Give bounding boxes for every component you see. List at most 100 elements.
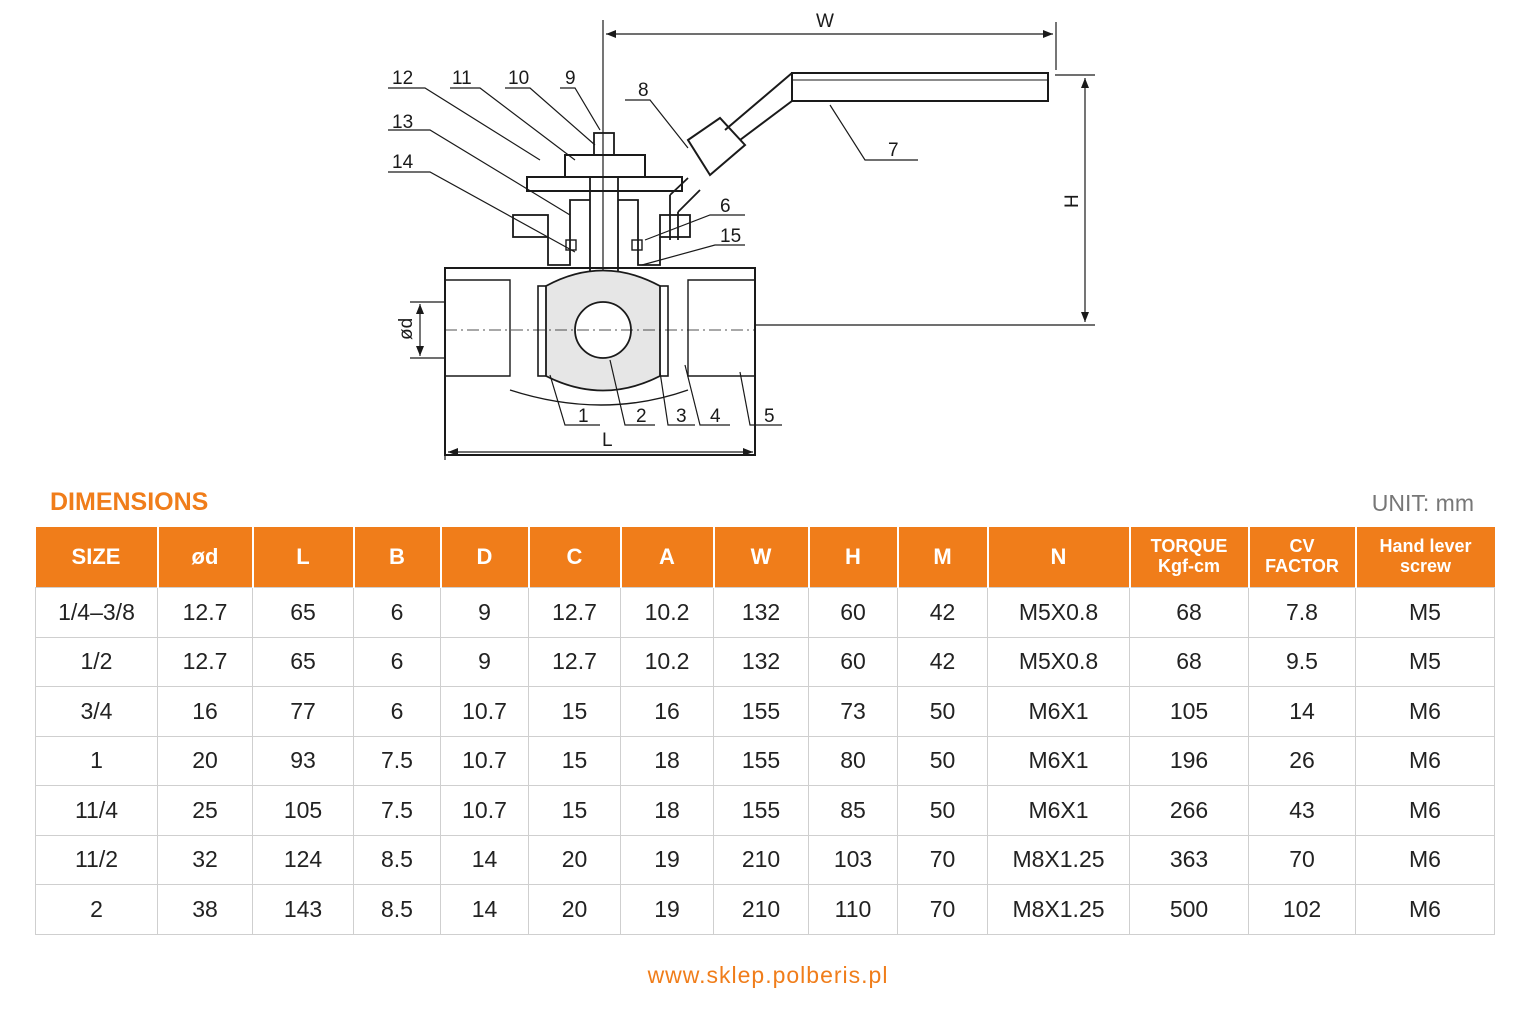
section-title: DIMENSIONS bbox=[50, 488, 209, 516]
table-cell: 7.5 bbox=[353, 785, 441, 836]
table-cell: 7.5 bbox=[353, 735, 441, 786]
table-cell: 38 bbox=[157, 884, 253, 935]
table-cell: 102 bbox=[1248, 884, 1356, 935]
col-header-h: H bbox=[808, 527, 899, 588]
lever-handle bbox=[791, 72, 1049, 102]
callout-6: 6 bbox=[720, 196, 731, 217]
table-cell: 9.5 bbox=[1248, 636, 1356, 687]
table-cell: 500 bbox=[1129, 884, 1249, 935]
table-cell: 60 bbox=[808, 587, 898, 638]
table-cell: 93 bbox=[252, 735, 354, 786]
table-cell: 155 bbox=[713, 735, 809, 786]
table-cell: 8.5 bbox=[353, 834, 441, 885]
table-cell: 11/2 bbox=[35, 834, 158, 885]
table-cell: 12.7 bbox=[528, 587, 621, 638]
callout-2: 2 bbox=[636, 406, 647, 427]
table-cell: 10.7 bbox=[440, 735, 529, 786]
table-cell: 155 bbox=[713, 785, 809, 836]
col-header-b: B bbox=[353, 527, 442, 588]
table-cell: 15 bbox=[528, 785, 621, 836]
footer-url[interactable]: www.sklep.polberis.pl bbox=[647, 962, 889, 988]
col-header-size: SIZE bbox=[35, 527, 159, 588]
callout-14: 14 bbox=[392, 152, 414, 173]
table-cell: 50 bbox=[897, 686, 988, 737]
table-cell: 68 bbox=[1129, 587, 1249, 638]
table-cell: 110 bbox=[808, 884, 898, 935]
callout-9: 9 bbox=[565, 68, 576, 89]
table-cell: 10.2 bbox=[620, 587, 714, 638]
table-cell: 15 bbox=[528, 686, 621, 737]
table-cell: 26 bbox=[1248, 735, 1356, 786]
col-header-n: N bbox=[987, 527, 1131, 588]
table-cell: 7.8 bbox=[1248, 587, 1356, 638]
table-cell: 12.7 bbox=[157, 587, 253, 638]
callout-8: 8 bbox=[638, 80, 649, 101]
callout-10: 10 bbox=[508, 68, 529, 89]
table-cell: M5X0.8 bbox=[987, 636, 1130, 687]
table-cell: 20 bbox=[528, 884, 621, 935]
table-cell: 50 bbox=[897, 735, 988, 786]
callout-12: 12 bbox=[392, 68, 413, 89]
table-cell: 14 bbox=[440, 884, 529, 935]
callout-1: 1 bbox=[578, 406, 589, 427]
table-cell: M6X1 bbox=[987, 686, 1130, 737]
table-cell: 80 bbox=[808, 735, 898, 786]
callout-4: 4 bbox=[710, 406, 721, 427]
table-cell: 60 bbox=[808, 636, 898, 687]
table-cell: 20 bbox=[528, 834, 621, 885]
col-header-d2: D bbox=[440, 527, 530, 588]
table-cell: 6 bbox=[353, 686, 441, 737]
table-cell: M6 bbox=[1355, 884, 1495, 935]
table-cell: M5 bbox=[1355, 587, 1495, 638]
unit-label: UNIT: mm bbox=[1371, 490, 1474, 516]
table-cell: 11/4 bbox=[35, 785, 158, 836]
table-cell: 70 bbox=[1248, 834, 1356, 885]
table-cell: 70 bbox=[897, 884, 988, 935]
table-cell: 9 bbox=[440, 587, 529, 638]
table-cell: 16 bbox=[620, 686, 714, 737]
table-cell: 12.7 bbox=[528, 636, 621, 687]
table-cell: 103 bbox=[808, 834, 898, 885]
table-cell: 3/4 bbox=[35, 686, 158, 737]
table-cell: 19 bbox=[620, 884, 714, 935]
table-cell: 25 bbox=[157, 785, 253, 836]
col-header-a: A bbox=[620, 527, 715, 588]
table-cell: M6X1 bbox=[987, 735, 1130, 786]
col-header-w: W bbox=[713, 527, 810, 588]
table-cell: M5 bbox=[1355, 636, 1495, 687]
callout-15: 15 bbox=[720, 226, 741, 247]
table-cell: M6 bbox=[1355, 686, 1495, 737]
table-cell: 9 bbox=[440, 636, 529, 687]
table-cell: 132 bbox=[713, 636, 809, 687]
table-cell: 266 bbox=[1129, 785, 1249, 836]
table-cell: 42 bbox=[897, 636, 988, 687]
table-cell: 105 bbox=[1129, 686, 1249, 737]
callout-13: 13 bbox=[392, 112, 413, 133]
callout-5: 5 bbox=[764, 406, 775, 427]
table-cell: 65 bbox=[252, 587, 354, 638]
table-cell: 143 bbox=[252, 884, 354, 935]
callout-11: 11 bbox=[452, 68, 472, 89]
table-cell: 14 bbox=[1248, 686, 1356, 737]
table-cell: 43 bbox=[1248, 785, 1356, 836]
table-cell: 15 bbox=[528, 735, 621, 786]
table-cell: 6 bbox=[353, 636, 441, 687]
table-cell: 210 bbox=[713, 884, 809, 935]
table-cell: M6X1 bbox=[987, 785, 1130, 836]
table-cell: 10.7 bbox=[440, 785, 529, 836]
table-cell: M6 bbox=[1355, 735, 1495, 786]
table-cell: 2 bbox=[35, 884, 158, 935]
table-cell: 210 bbox=[713, 834, 809, 885]
table-cell: 85 bbox=[808, 785, 898, 836]
valve-technical-drawing: W H L bbox=[370, 0, 1110, 470]
table-cell: 155 bbox=[713, 686, 809, 737]
